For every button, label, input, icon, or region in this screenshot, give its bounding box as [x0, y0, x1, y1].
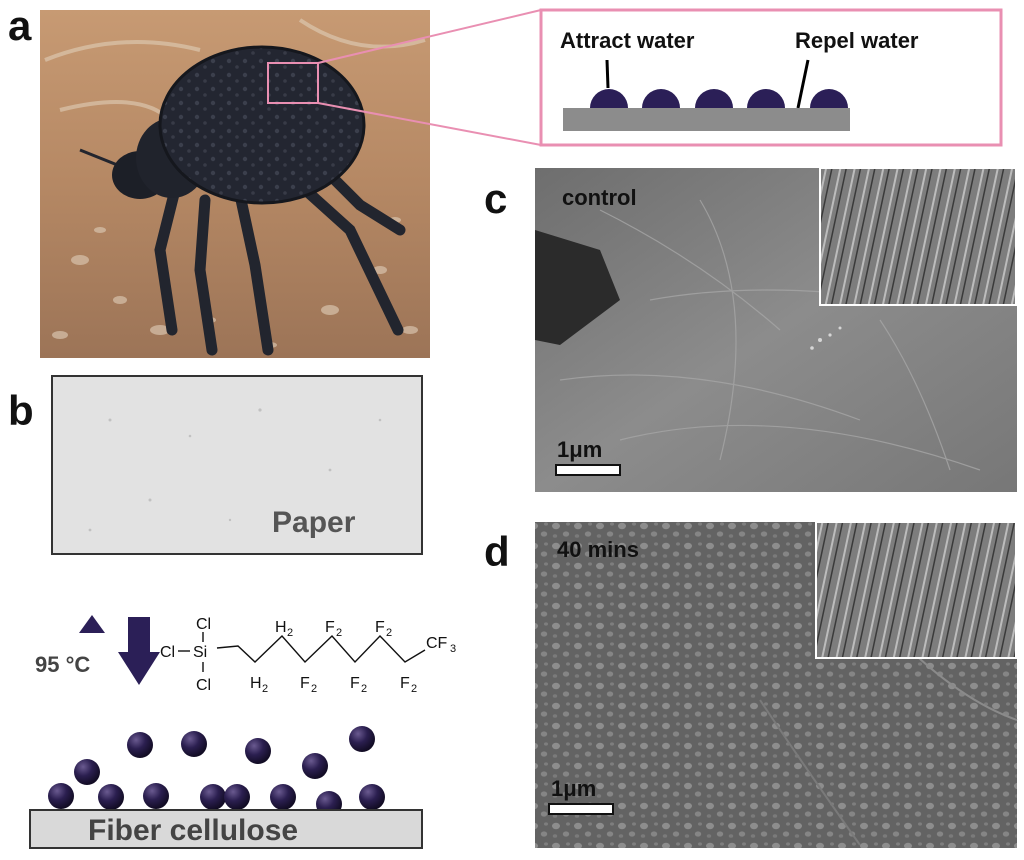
panel-letter-b: b [8, 387, 34, 434]
fluorine-label: F [300, 675, 310, 692]
repel-pointer-line [796, 59, 810, 109]
down-arrow-icon [118, 617, 160, 685]
sphere [245, 738, 271, 764]
water-droplet [695, 89, 733, 108]
sphere [359, 784, 385, 810]
fiber-cellulose-label: Fiber cellulose [88, 814, 298, 847]
attract-pointer-line [605, 59, 610, 89]
sphere [224, 784, 250, 810]
silicon-atom: Si [193, 644, 207, 661]
sphere [302, 753, 328, 779]
sphere [349, 726, 375, 752]
repel-water-label: Repel water [795, 28, 919, 53]
sphere [270, 784, 296, 810]
trifluoromethyl-subscript: 3 [450, 643, 456, 655]
chlorine-top: Cl [196, 616, 211, 633]
inset-substrate [563, 108, 850, 131]
fluorine-label: F [350, 675, 360, 692]
hydrogen-label: H [275, 619, 287, 636]
caption-control: control [562, 185, 637, 210]
trifluoromethyl-label: CF [426, 635, 448, 652]
water-inset: Attract water Repel water [539, 8, 1003, 147]
sem-inset-control [819, 167, 1017, 306]
temperature-label: 95 °C [35, 652, 90, 677]
fluorine-subscript: 2 [336, 627, 342, 639]
heat-triangle-icon [79, 615, 105, 633]
panel-letter-c: c [484, 175, 507, 222]
sem-inset-40-mins [815, 521, 1017, 659]
sphere [200, 784, 226, 810]
panel-letter-d: d [484, 528, 510, 575]
fluorine-subscript: 2 [411, 683, 417, 695]
paper-sample: Paper [51, 375, 423, 555]
fluorine-subscript: 2 [386, 627, 392, 639]
water-droplet [590, 89, 628, 108]
hydrogen-subscript: 2 [262, 683, 268, 695]
chlorine-bottom: Cl [196, 677, 211, 694]
hydrogen-label: H [250, 675, 262, 692]
scale-label-d: 1μm [551, 776, 596, 801]
chlorine-left: Cl [160, 644, 175, 661]
fiber-cellulose-substrate: Fiber cellulose [29, 809, 423, 849]
sphere [127, 732, 153, 758]
sphere [98, 784, 124, 810]
sem-image-control: control 1μm [535, 167, 1017, 492]
fluorine-label: F [325, 619, 335, 636]
sphere [48, 783, 74, 809]
fluorine-subscript: 2 [311, 683, 317, 695]
scale-label-c: 1μm [557, 437, 602, 462]
panel-letter-a: a [8, 2, 32, 49]
attract-water-label: Attract water [560, 28, 695, 53]
beetle-photo [40, 10, 430, 358]
sphere [143, 783, 169, 809]
fluorine-label: F [400, 675, 410, 692]
sphere [181, 731, 207, 757]
caption-40-mins: 40 mins [557, 537, 639, 562]
sphere [74, 759, 100, 785]
hydrogen-subscript: 2 [287, 627, 293, 639]
scale-bar-c [555, 464, 621, 476]
beetle-highlight-box [267, 62, 319, 104]
fluorine-subscript: 2 [361, 683, 367, 695]
water-droplet [810, 89, 848, 108]
fluorine-label: F [375, 619, 385, 636]
water-droplet [747, 89, 785, 108]
paper-label: Paper [272, 506, 356, 539]
scale-bar-d [548, 803, 614, 815]
sem-image-40-mins: 40 mins 1μm [535, 521, 1018, 848]
silane-structure: Cl Cl Si Cl H 2 H 2 F 2 F 2 F 2 F 2 F 2 … [160, 616, 456, 695]
coated-spheres [48, 726, 385, 817]
water-droplet [642, 89, 680, 108]
